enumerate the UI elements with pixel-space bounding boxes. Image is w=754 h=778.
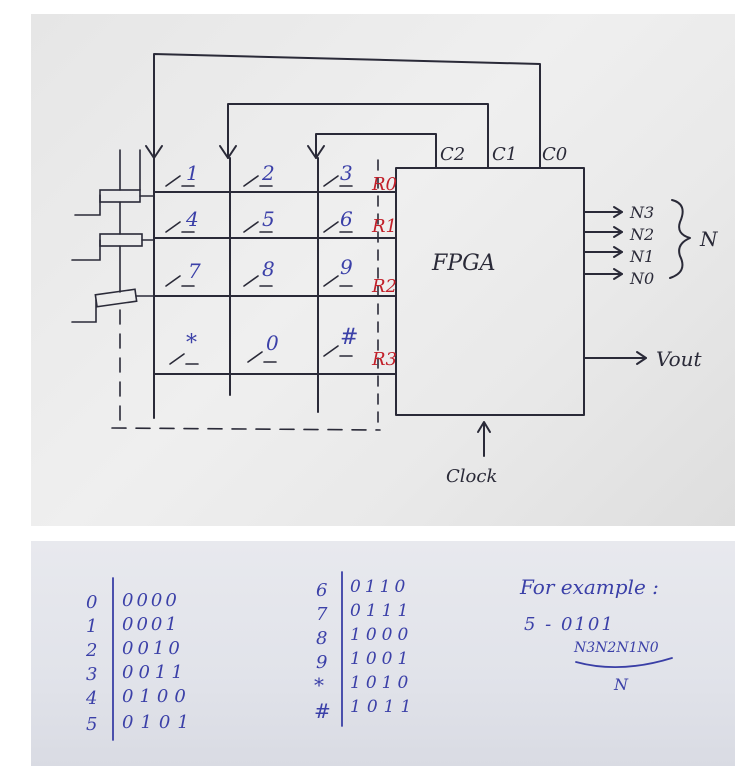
fpga-block — [395, 167, 585, 416]
output-bit-n1: N1 — [629, 247, 654, 266]
vout-label: Vout — [656, 347, 703, 371]
table-left-key-2: 2 — [85, 640, 97, 661]
column-label-c2: C2 — [440, 144, 465, 165]
table-right-code-9: 1001 — [350, 649, 413, 669]
key-hash: # — [340, 325, 358, 350]
key-4: 4 — [185, 207, 199, 231]
key-7: 7 — [188, 259, 201, 283]
row-label-r3: R3 — [371, 349, 397, 370]
example-bus: N — [613, 675, 629, 694]
fpga-label: FPGA — [431, 251, 496, 276]
table-left-code-5: 0101 — [122, 712, 196, 733]
output-bit-n2: N2 — [629, 225, 654, 244]
table-right-code-6: 0110 — [350, 577, 409, 597]
output-bit-n3: N3 — [629, 203, 654, 222]
table-right-key-9: 9 — [316, 652, 327, 673]
encoding-left-column: 0 0000 1 0001 2 0010 3 0011 4 0100 5 010… — [85, 577, 196, 741]
row-label-r0: R0 — [371, 174, 397, 195]
row-label-r1: R1 — [371, 216, 397, 237]
row-label-r2: R2 — [371, 276, 397, 297]
table-left-code-0: 0000 — [122, 590, 180, 611]
bus-label: N — [699, 227, 719, 251]
table-right-code-hash: 1011 — [350, 697, 417, 717]
column-label-c1: C1 — [492, 144, 517, 165]
key-star: * — [186, 331, 197, 356]
table-left-key-4: 4 — [85, 688, 97, 709]
example-bits: N3N2N1N0 — [573, 640, 659, 656]
table-left-key-5: 5 — [86, 714, 97, 735]
table-right-key-8: 8 — [316, 628, 327, 649]
column-label-c0: C0 — [542, 144, 567, 165]
encoding-photo — [31, 541, 735, 766]
key-3: 3 — [340, 161, 353, 185]
schematic-photo — [31, 14, 735, 526]
key-5: 5 — [262, 207, 275, 231]
table-right-code-7: 0111 — [350, 601, 413, 621]
key-2: 2 — [261, 161, 275, 185]
table-left-code-4: 0100 — [122, 686, 192, 707]
table-left-code-1: 0001 — [122, 614, 180, 635]
table-right-code-8: 1000 — [350, 625, 413, 645]
pull-resistors — [71, 149, 155, 421]
column-wires — [145, 53, 541, 169]
table-right-code-star: 1010 — [350, 673, 413, 693]
key-8: 8 — [262, 257, 275, 281]
encoding-right-column: 6 0110 7 0111 8 1000 9 1001 * 1010 # 101… — [314, 571, 417, 727]
table-left-key-1: 1 — [86, 616, 97, 637]
table-right-key-hash: # — [314, 699, 331, 723]
example-block: For example : 5 - 0101 N3N2N1N0 N — [519, 575, 673, 694]
clock-label: Clock — [446, 466, 497, 487]
key-6: 6 — [340, 207, 353, 231]
key-0: 0 — [266, 331, 279, 355]
example-line: 5 - 0101 — [524, 614, 615, 635]
table-left-code-2: 0010 — [122, 638, 184, 659]
vout-arrow — [583, 351, 647, 365]
table-right-key-7: 7 — [316, 604, 328, 625]
table-right-key-6: 6 — [316, 580, 327, 601]
clock-arrow — [477, 421, 491, 457]
key-1: 1 — [186, 161, 199, 185]
keypad-grid — [111, 157, 397, 431]
table-left-key-0: 0 — [86, 592, 97, 613]
key-9: 9 — [340, 255, 353, 279]
table-left-key-3: 3 — [86, 664, 97, 685]
example-title: For example : — [519, 575, 659, 599]
key-switches — [165, 175, 353, 365]
keypad-keys: 1 2 3 4 5 6 7 8 9 * 0 # — [185, 161, 358, 356]
output-bus — [583, 199, 691, 280]
table-right-key-star: * — [314, 673, 324, 697]
table-left-code-3: 0011 — [122, 662, 188, 683]
output-bit-n0: N0 — [629, 269, 654, 288]
